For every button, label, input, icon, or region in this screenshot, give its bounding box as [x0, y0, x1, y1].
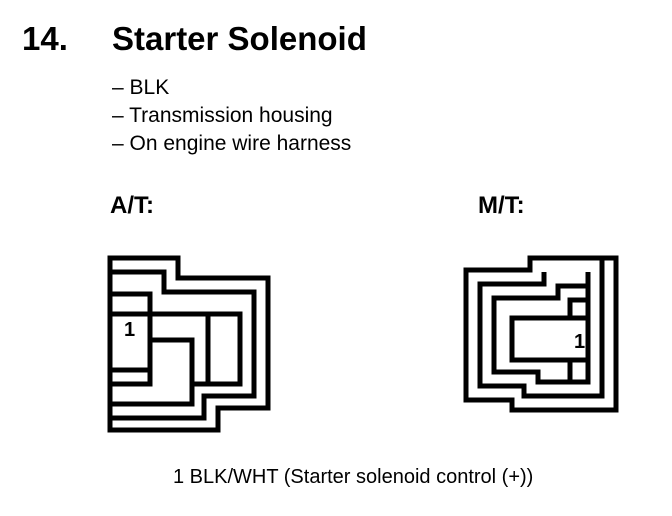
detail-harness: – On engine wire harness — [112, 132, 352, 155]
mt-cavity-outline — [491, 272, 591, 385]
at-cavity-outline — [110, 291, 243, 407]
pin-legend: 1 BLK/WHT (Starter solenoid control (+)) — [173, 466, 534, 488]
at-divider — [110, 370, 153, 387]
page-title: Starter Solenoid — [112, 20, 367, 57]
detail-location: – Transmission housing — [112, 104, 333, 127]
mt-inner-housing — [477, 258, 605, 399]
connector-label-at: A/T: — [110, 192, 154, 219]
connector-label-mt: M/T: — [478, 192, 525, 219]
at-pin-label: 1 — [124, 319, 135, 341]
at-inner-housing — [110, 269, 257, 421]
mt-outer-housing — [463, 255, 619, 413]
connector-details: – BLK – Transmission housing – On engine… — [112, 74, 351, 158]
mt-pin-label: 1 — [574, 331, 585, 353]
mt-connector-face — [463, 255, 619, 413]
section-number: 14. — [22, 20, 68, 57]
mt-terminal-block — [570, 315, 588, 363]
at-terminal-slot — [150, 311, 211, 387]
at-outer-housing — [107, 255, 271, 433]
detail-color: – BLK — [112, 76, 170, 99]
at-connector-face — [107, 255, 271, 433]
